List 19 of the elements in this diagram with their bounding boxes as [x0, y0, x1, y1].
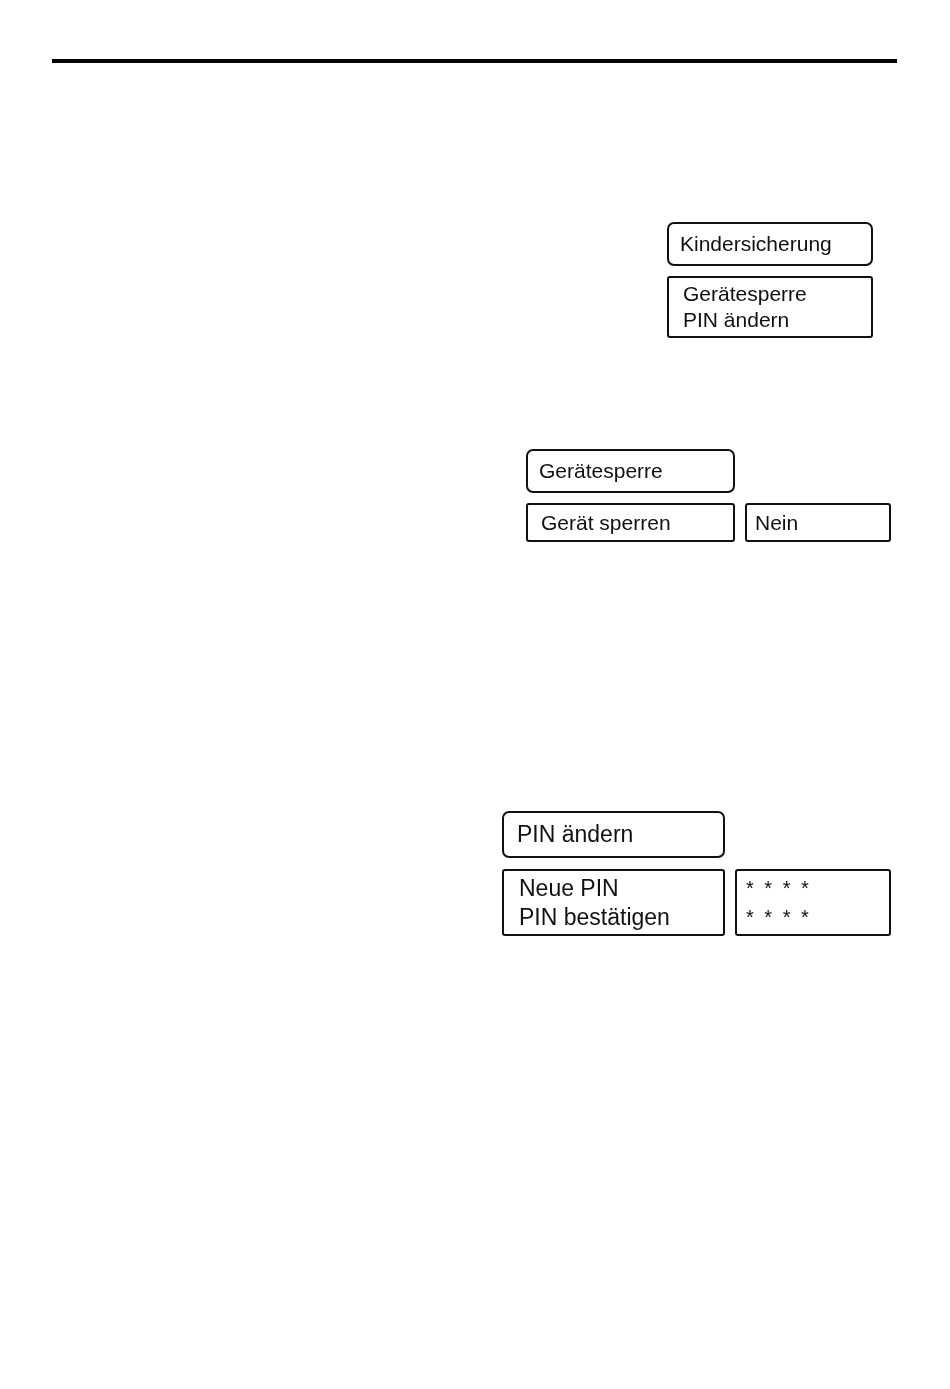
setting-value: Nein	[755, 509, 799, 536]
value-box	[735, 869, 891, 936]
menu-item-label: Neue PIN	[519, 873, 619, 903]
menu-title: Kindersicherung	[680, 231, 832, 257]
menu-item-label: PIN bestätigen	[519, 902, 670, 932]
menu-title: Gerätesperre	[539, 458, 663, 484]
menu-item-label: PIN ändern	[683, 307, 790, 333]
menu-title-box	[526, 449, 735, 493]
menu-title-box	[667, 222, 873, 266]
setting-value: * * * *	[746, 875, 809, 901]
menu-item-label: Gerätesperre	[683, 281, 807, 307]
setting-value: * * * *	[746, 904, 809, 930]
menu-title: PIN ändern	[517, 820, 634, 849]
menu-title-box	[502, 811, 725, 858]
menu-item-label: Gerät sperren	[541, 509, 671, 536]
value-box	[745, 503, 891, 542]
menu-box	[667, 276, 873, 338]
menu-box	[526, 503, 735, 542]
menu-box	[502, 869, 725, 936]
